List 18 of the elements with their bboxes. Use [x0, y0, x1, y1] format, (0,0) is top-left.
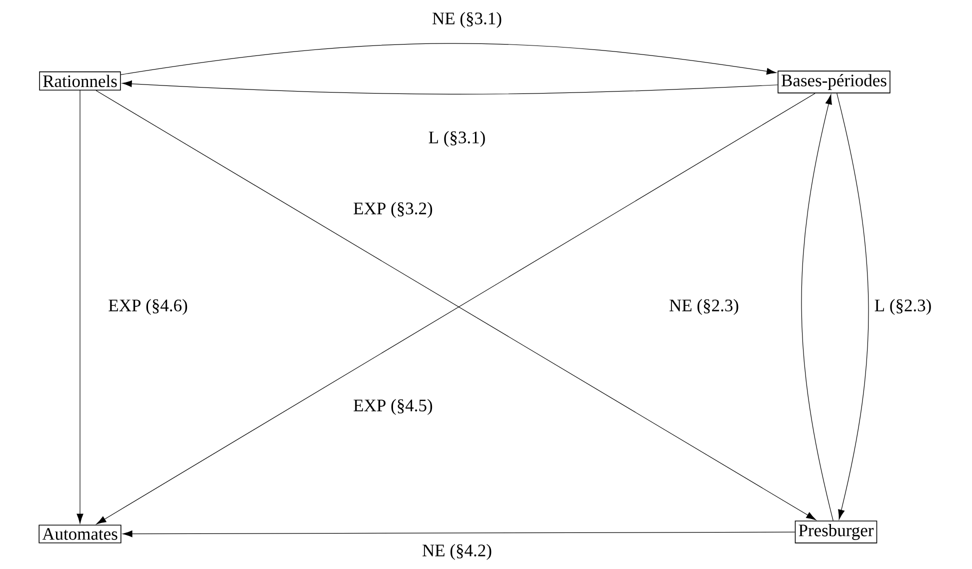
arrow	[122, 80, 778, 94]
arrow	[76, 90, 84, 524]
edge-label: NE (§4.2)	[421, 543, 493, 561]
edge-label: L (§2.3)	[873, 298, 933, 316]
edge-label: NE (§3.1)	[431, 11, 503, 29]
arrow	[801, 94, 834, 521]
box: Rationnels	[39, 71, 121, 91]
box: Automates	[38, 524, 122, 544]
edge-label: EXP (§3.2)	[352, 201, 434, 219]
edge-label: EXP (§4.6)	[107, 298, 189, 316]
arrow	[836, 93, 869, 520]
edge-label: L (§3.1)	[427, 130, 487, 148]
edge-label: EXP (§4.5)	[352, 398, 434, 416]
box: Presburger	[794, 520, 878, 544]
box: Bases-périodes	[778, 70, 890, 94]
edge-label: NE (§2.3)	[668, 298, 740, 316]
arrow	[122, 530, 796, 538]
arrow	[120, 43, 776, 75]
